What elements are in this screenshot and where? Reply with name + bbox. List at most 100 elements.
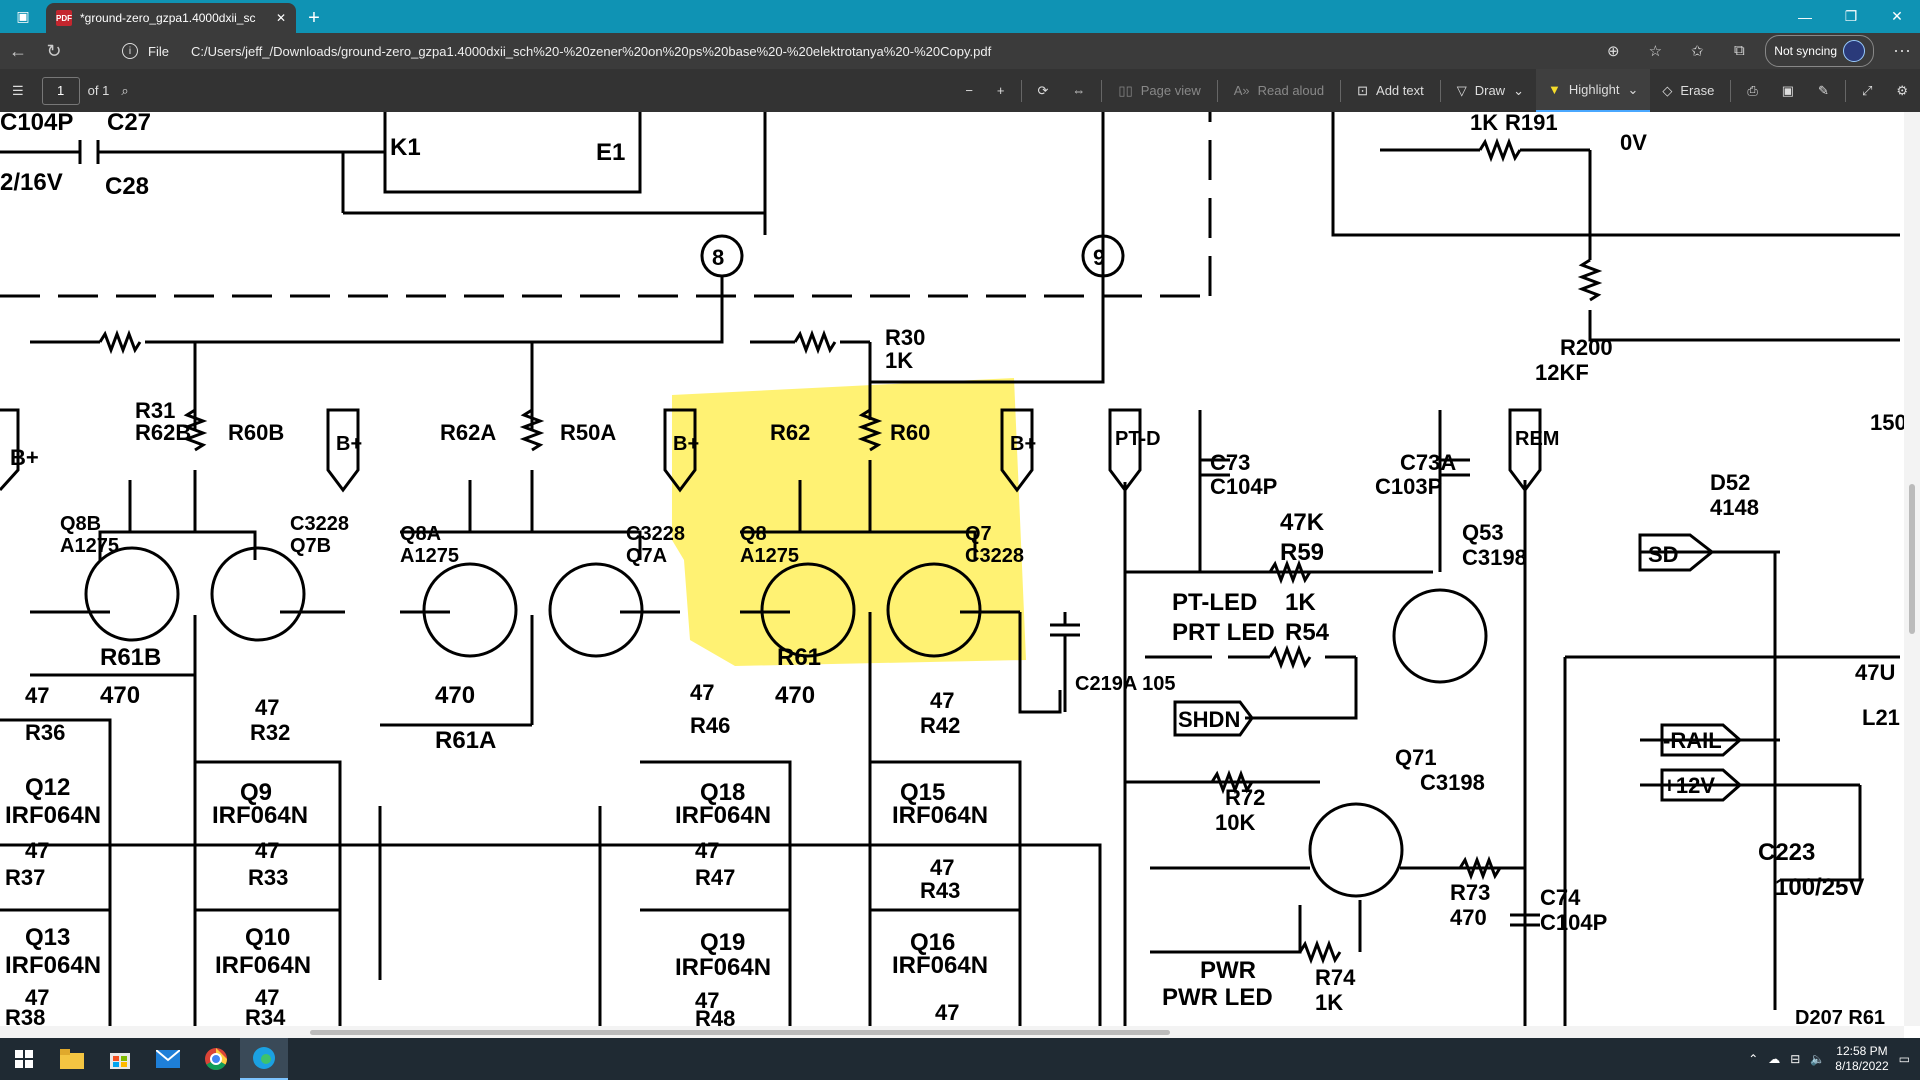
- label-q7: Q7: [965, 523, 992, 545]
- draw-label: Draw: [1474, 83, 1506, 98]
- label-d52: D52: [1710, 470, 1750, 495]
- erase-button[interactable]: ◇Erase: [1650, 69, 1726, 112]
- eraser-icon: ◇: [1662, 82, 1673, 98]
- settings-gear-icon[interactable]: ⚙: [1896, 82, 1908, 98]
- horizontal-scroll-thumb[interactable]: [310, 1030, 1170, 1035]
- label-c103p: C103P: [1375, 474, 1442, 499]
- new-tab-button[interactable]: +: [308, 6, 320, 29]
- label-r48: R48: [695, 1006, 735, 1026]
- store-icon[interactable]: [96, 1038, 144, 1080]
- label-q13: Q13: [25, 924, 70, 951]
- save-as-icon[interactable]: ✎: [1818, 82, 1829, 98]
- label-r62: R62: [770, 420, 810, 445]
- label-l21: L21: [1862, 705, 1900, 730]
- chevron-down-icon[interactable]: ⌄: [1627, 81, 1639, 97]
- address-bar[interactable]: i File C:/Users/jeff_/Downloads/ground-z…: [122, 43, 1595, 59]
- label-c74: C74: [1540, 885, 1581, 910]
- label-k1: K1: [390, 134, 421, 161]
- label-v100: 100/25V: [1775, 874, 1864, 901]
- browser-tab[interactable]: PDF *ground-zero_gzpa1.4000dxii_sc ✕: [46, 3, 296, 33]
- notifications-icon[interactable]: ▭: [1898, 1052, 1910, 1066]
- horizontal-scrollbar[interactable]: [0, 1026, 1904, 1038]
- url-text[interactable]: C:/Users/jeff_/Downloads/ground-zero_gzp…: [190, 43, 992, 59]
- close-tab-icon[interactable]: ✕: [275, 11, 286, 25]
- tab-title: *ground-zero_gzpa1.4000dxii_sc: [80, 11, 256, 25]
- zoom-in-icon[interactable]: +: [996, 83, 1005, 98]
- page-number-input[interactable]: 1: [41, 76, 80, 105]
- label-q71: Q71: [1395, 745, 1437, 770]
- label-r47-6: 47: [255, 985, 279, 1010]
- contents-icon[interactable]: ☰: [12, 82, 24, 98]
- rotate-icon[interactable]: ⟳: [1037, 82, 1049, 98]
- label-r30: R30: [885, 325, 925, 350]
- pdf-viewer[interactable]: C104P C27 2/16V C28 K1 E1 8 9 12KF 0V 15…: [0, 112, 1904, 1026]
- label-c73: C73: [1210, 450, 1250, 475]
- label-r191: R191: [1505, 112, 1558, 135]
- restore-icon[interactable]: ❐: [1844, 8, 1858, 24]
- label-v12: +12V: [1663, 773, 1715, 798]
- search-icon[interactable]: ⌕: [121, 82, 129, 98]
- vertical-scrollbar[interactable]: [1904, 112, 1920, 1026]
- file-label: File: [148, 43, 169, 59]
- windows-start-icon[interactable]: [0, 1038, 48, 1080]
- label-u47: 47U: [1855, 660, 1895, 685]
- info-icon[interactable]: i: [122, 43, 138, 59]
- label-irf-9: IRF064N: [212, 802, 308, 829]
- label-r43: R43: [920, 878, 960, 903]
- favorite-add-icon[interactable]: ☆: [1648, 43, 1663, 60]
- chevron-down-icon[interactable]: ⌄: [1513, 82, 1524, 98]
- read-aloud-button[interactable]: A»Read aloud: [1222, 69, 1336, 112]
- label-d207: D207 R61: [1795, 1007, 1885, 1026]
- favorites-icon[interactable]: ✩: [1691, 43, 1704, 60]
- print-icon[interactable]: ⎙: [1747, 82, 1758, 98]
- zoom-out-icon[interactable]: −: [965, 83, 973, 98]
- page-view-button[interactable]: ▯▯Page view: [1106, 69, 1212, 112]
- refresh-icon[interactable]: ↻: [46, 40, 62, 61]
- collections-icon[interactable]: ⧉: [1733, 42, 1745, 59]
- label-r47-3: 47: [25, 985, 49, 1010]
- label-r200: R200: [1560, 335, 1613, 360]
- edge-icon[interactable]: [240, 1038, 288, 1080]
- highlighter-icon: ▼: [1547, 82, 1561, 97]
- tab-actions-icon[interactable]: ▣: [16, 8, 30, 24]
- label-c104p-c73: C104P: [1210, 474, 1277, 499]
- label-r38: R38: [5, 1005, 45, 1026]
- volume-icon[interactable]: 🔈: [1810, 1052, 1826, 1066]
- label-r47-11: 47: [930, 855, 954, 880]
- minimize-icon[interactable]: —: [1798, 8, 1812, 25]
- label-q9: Q9: [240, 779, 272, 806]
- label-node-8: 8: [712, 245, 724, 270]
- label-q8a: Q8A: [400, 523, 441, 545]
- highlight-button[interactable]: ▼Highlight⌄: [1535, 69, 1651, 112]
- more-menu-icon[interactable]: ⋯: [1893, 40, 1911, 61]
- close-window-icon[interactable]: ✕: [1891, 8, 1903, 24]
- label-r47-8: 47: [695, 838, 719, 863]
- label-r33: R33: [248, 865, 288, 890]
- save-icon[interactable]: ▣: [1781, 82, 1795, 98]
- label-k150: 150KF: [1870, 410, 1904, 435]
- label-r61: R61: [777, 644, 821, 671]
- back-icon[interactable]: ←: [9, 40, 27, 61]
- divider: [1020, 79, 1022, 102]
- sync-button[interactable]: Not syncing: [1765, 35, 1874, 67]
- add-text-button[interactable]: ⊡Add text: [1345, 69, 1436, 112]
- cloud-icon[interactable]: ☁: [1768, 1052, 1781, 1066]
- label-ptled: PT-LED: [1172, 589, 1257, 616]
- network-icon[interactable]: ⊟: [1790, 1052, 1801, 1066]
- clock[interactable]: 12:58 PM 8/18/2022: [1835, 1044, 1888, 1074]
- chevron-up-icon[interactable]: ⌃: [1748, 1052, 1759, 1066]
- chrome-icon[interactable]: [192, 1038, 240, 1080]
- label-bplus-2: B+: [336, 433, 362, 455]
- label-irf-10: IRF064N: [215, 952, 311, 979]
- mail-icon[interactable]: [144, 1038, 192, 1080]
- fit-page-icon[interactable]: ⇔: [1072, 83, 1086, 98]
- file-explorer-icon[interactable]: [48, 1038, 96, 1080]
- zoom-icon[interactable]: ⊕: [1607, 43, 1620, 60]
- draw-button[interactable]: ▽Draw⌄: [1445, 69, 1536, 112]
- read-aloud-label: Read aloud: [1257, 83, 1325, 98]
- label-r60: R60: [890, 420, 930, 445]
- vertical-scroll-thumb[interactable]: [1909, 484, 1915, 634]
- pdf-toolbar: ☰ 1 of 1 ⌕ − + ⟳ ⇔ ▯▯Page view A»Read al…: [0, 69, 1920, 112]
- fullscreen-icon[interactable]: ⤢: [1861, 82, 1873, 98]
- label-c3198b: C3198: [1420, 770, 1485, 795]
